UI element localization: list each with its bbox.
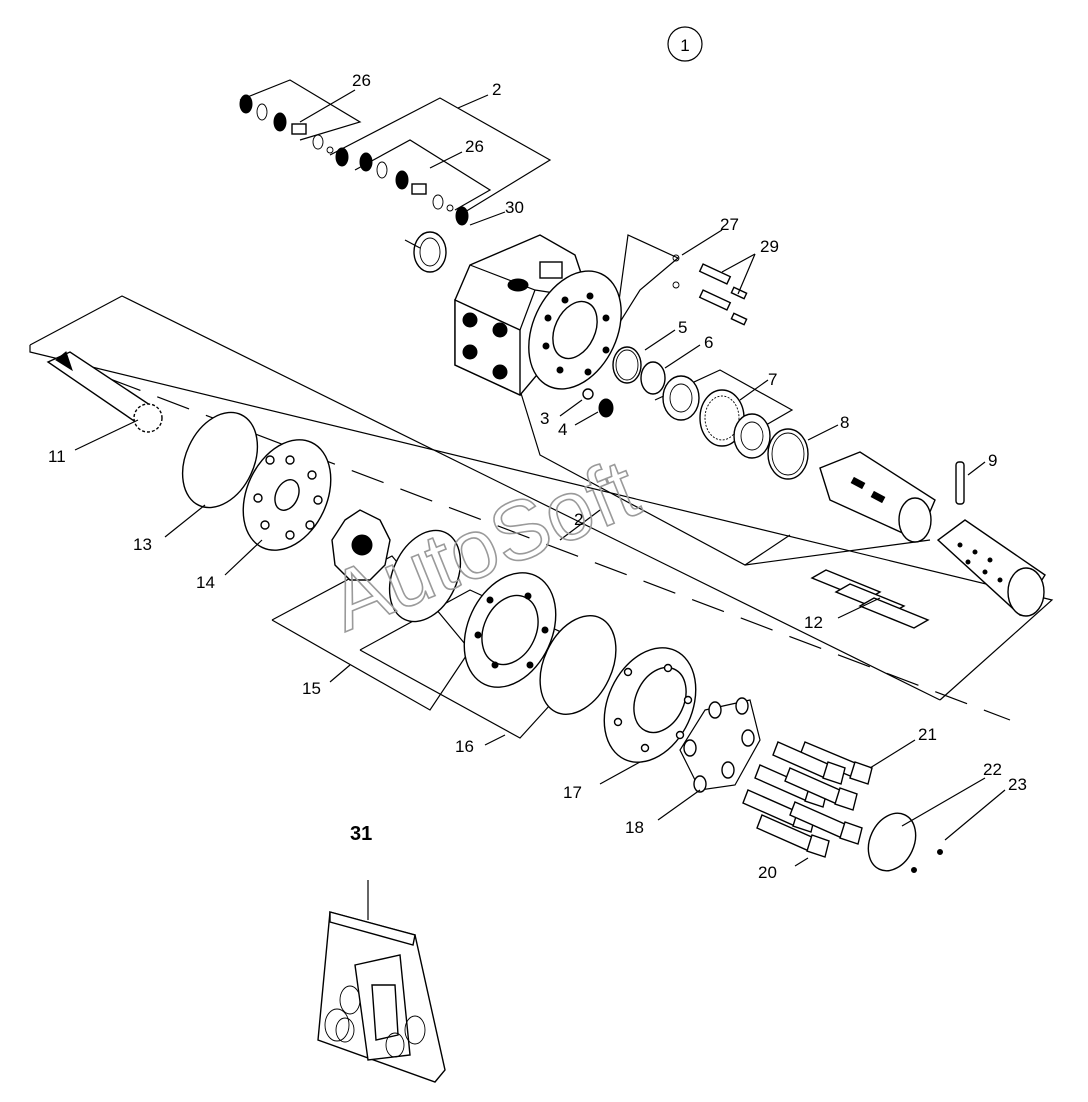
seal-kit-26-parts [239,94,469,226]
callout-29: 29 [760,237,779,256]
pins-27-29 [672,254,748,326]
callout-22: 22 [983,760,1002,779]
callout-labels: 2 2 3 4 5 6 7 8 9 11 12 13 14 15 16 17 1… [48,71,1027,882]
callout-9: 9 [988,451,997,470]
callout-6: 6 [704,333,713,352]
seals-18 [679,697,761,793]
ring-8 [767,428,809,480]
callout-8: 8 [840,413,849,432]
end-cap-17 [603,647,697,763]
valve-housing [454,234,622,397]
o-ring-15 [388,529,462,623]
sheet-number: 1 [680,36,689,55]
callout-11: 11 [48,447,66,466]
callout-14: 14 [196,573,215,592]
callout-15: 15 [302,679,321,698]
sleeve-12 [936,519,1046,617]
washer-7 [662,375,771,459]
gerotor-set-16 [463,572,557,688]
callout-20: 20 [758,863,777,882]
callout-12: 12 [804,613,823,632]
callout-5: 5 [678,318,687,337]
callout-26-lower: 26 [465,137,484,156]
ball-3 [582,388,594,400]
callout-23: 23 [1008,775,1027,794]
callout-17: 17 [563,783,582,802]
rotor-15 [331,509,391,581]
o-ring-13 [181,411,259,509]
callout-3: 3 [540,409,549,428]
callout-30: 30 [505,198,524,217]
seal-kit-bag-31 [317,880,446,1083]
spool-12 [819,451,936,543]
sheet-number-marker: 1 [667,26,703,62]
callout-2-lower: 2 [574,510,583,529]
callout-16: 16 [455,737,474,756]
o-ring-16 [539,615,617,715]
callout-4: 4 [558,420,567,439]
leader-lines [74,89,1006,867]
callout-31: 31 [350,823,372,845]
callout-27: 27 [720,215,739,234]
callout-26-upper: 26 [352,71,371,90]
o-ring-6 [640,361,666,395]
drive-screws-23 [911,849,943,873]
centering-springs-12 [810,569,930,629]
callout-21: 21 [918,725,937,744]
name-plate-22 [867,812,917,872]
callout-2-kit: 2 [492,80,501,99]
plug-4 [598,398,614,418]
pin-9 [955,461,965,505]
seal-ring-30 [404,231,447,273]
callout-7: 7 [768,370,777,389]
o-ring-5 [612,346,642,384]
drive-shaft-11 [46,351,163,433]
bolts-20-21 [742,741,873,858]
callout-13: 13 [133,535,152,554]
callout-18: 18 [625,818,644,837]
spacer-plate-14 [242,439,332,551]
assembly-outline-lines [29,79,1054,739]
